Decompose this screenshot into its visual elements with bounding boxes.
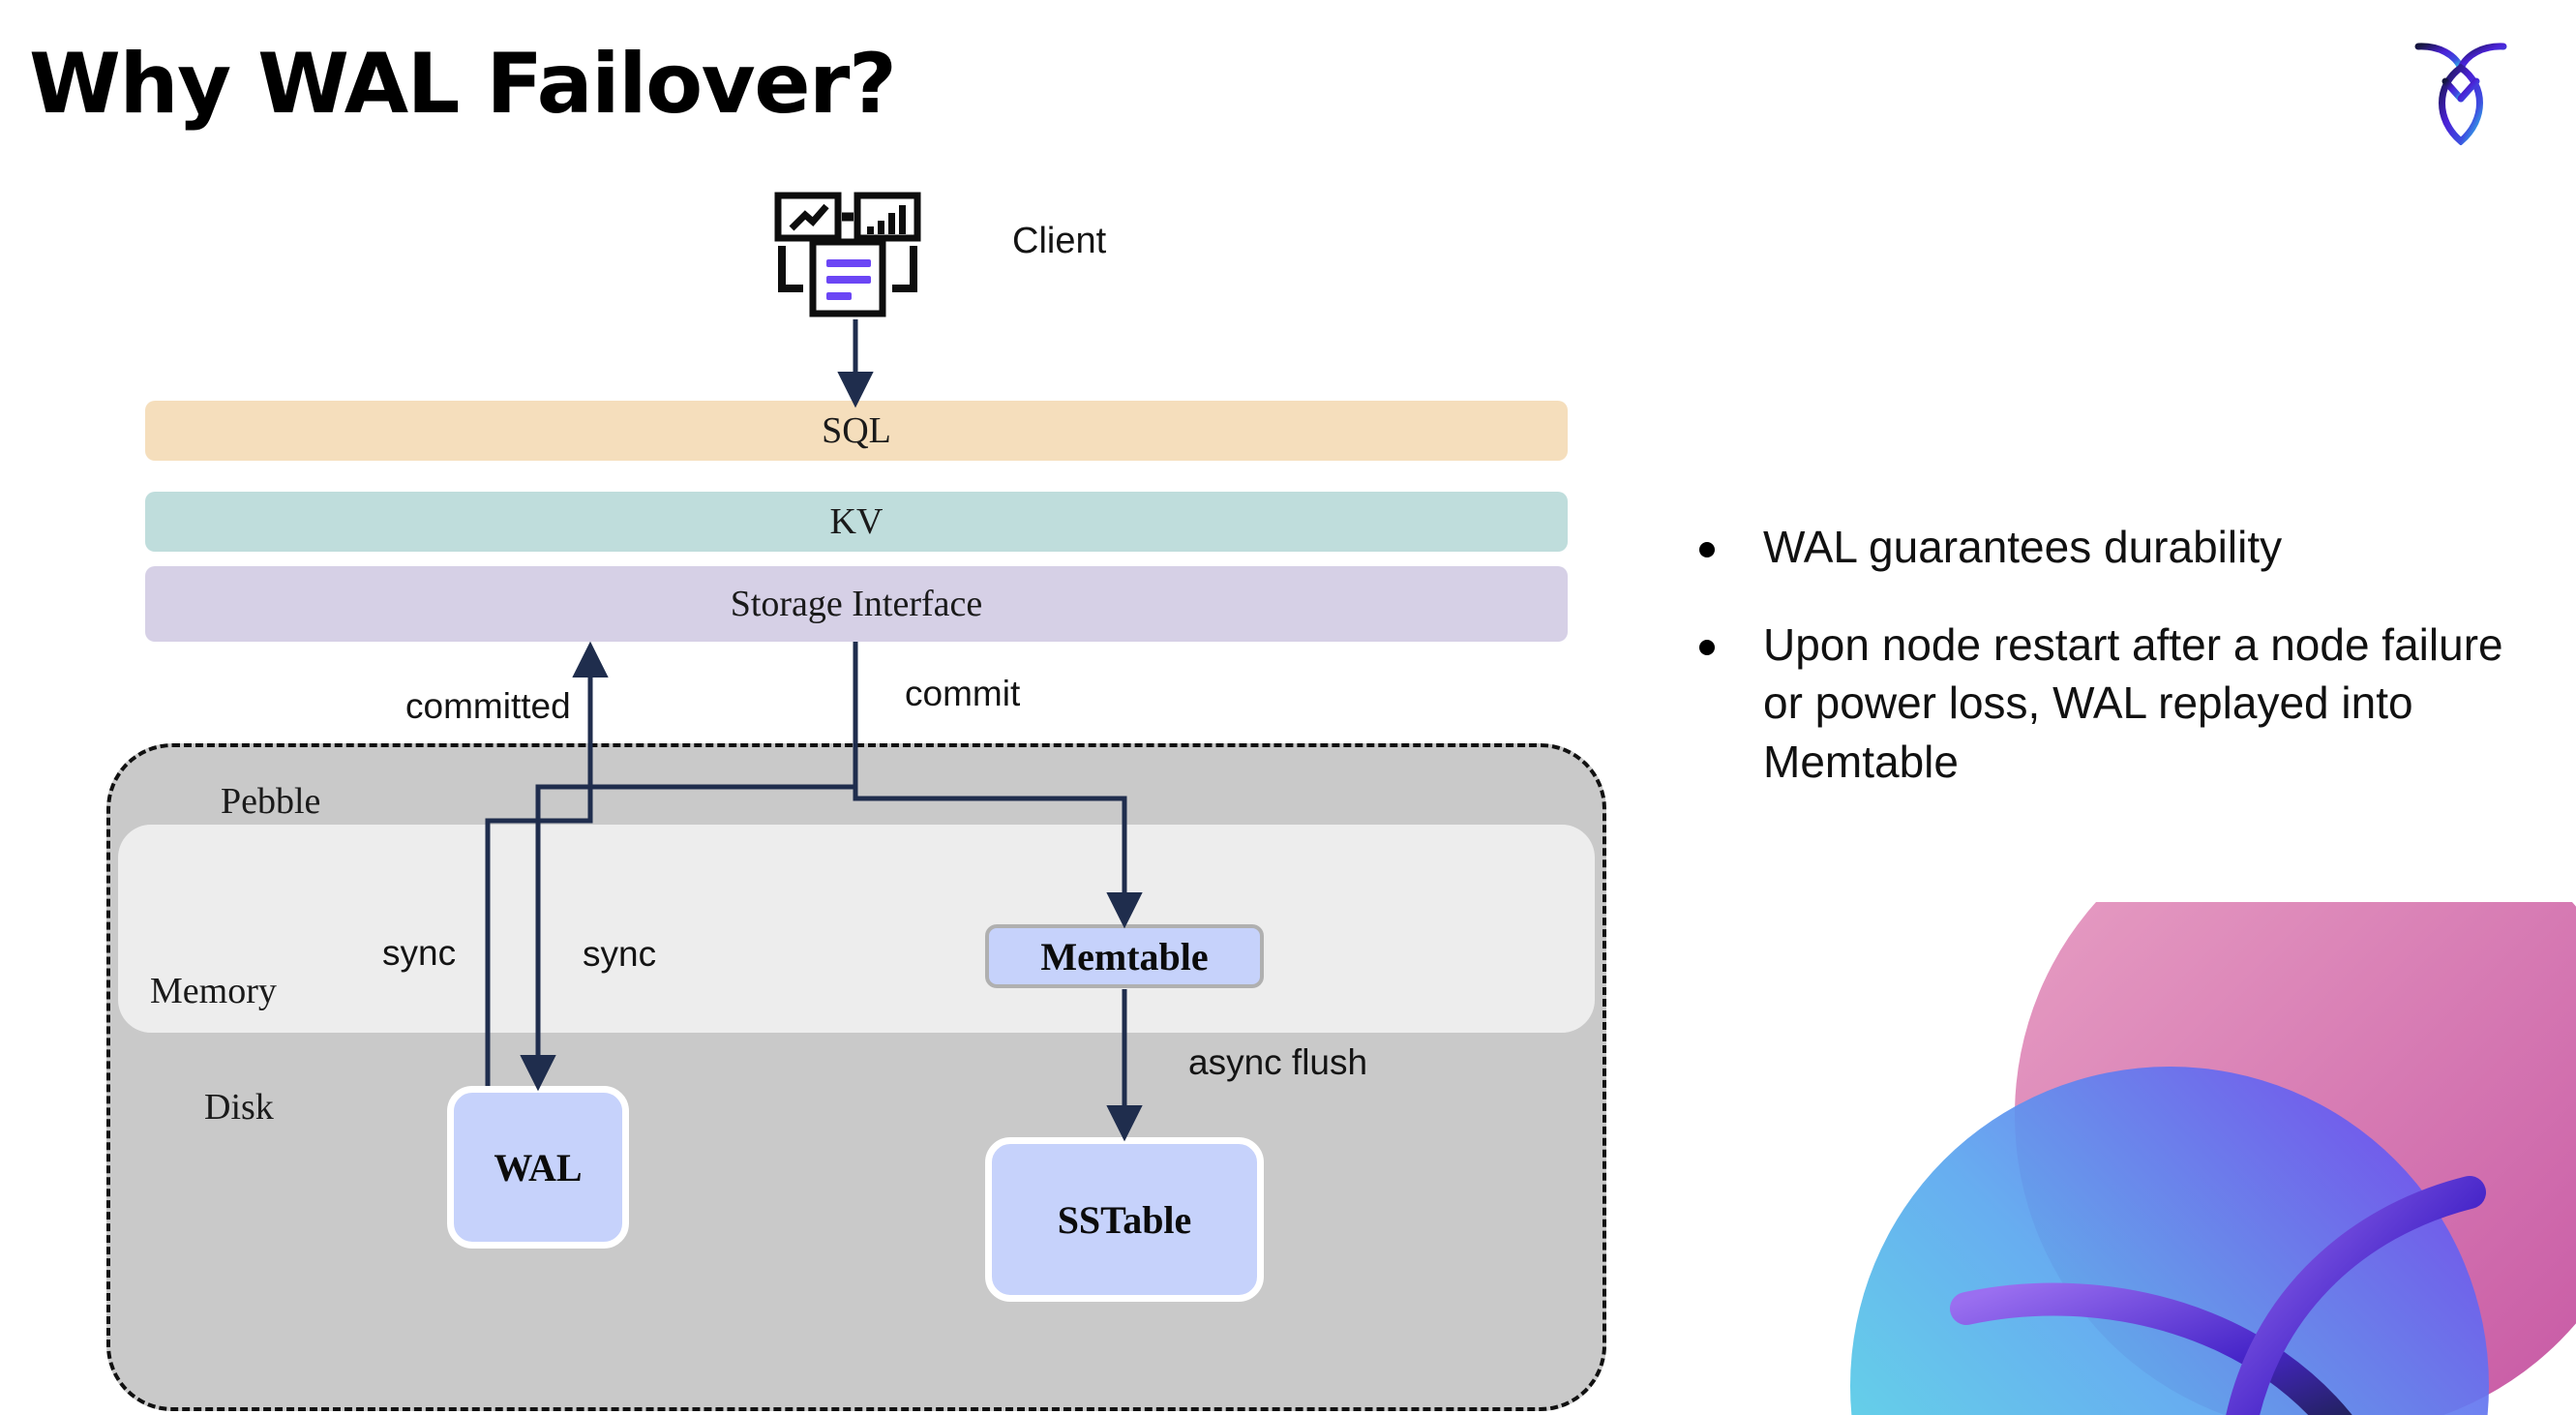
client-label: Client — [1012, 221, 1107, 261]
node-sstable-label: SSTable — [1057, 1197, 1192, 1242]
list-item: WAL guarantees durability — [1699, 518, 2512, 577]
node-memtable-label: Memtable — [1040, 934, 1209, 978]
edge-label-async-flush: async flush — [1188, 1042, 1368, 1082]
layer-bar-storage-label: Storage Interface — [730, 584, 983, 624]
bullet-dot-icon — [1699, 639, 1715, 655]
layer-bar-sql: SQL — [145, 401, 1568, 461]
bullet-text: WAL guarantees durability — [1763, 522, 2283, 572]
memory-label: Memory — [150, 971, 277, 1011]
pebble-label: Pebble — [221, 781, 321, 822]
decorative-corner-graphic — [1850, 796, 2576, 1415]
disk-label: Disk — [204, 1087, 274, 1128]
cockroachdb-logo — [2403, 29, 2519, 146]
client-dashboard-icon — [774, 192, 929, 317]
edge-label-sync-1: sync — [382, 933, 457, 973]
layer-bar-storage-interface: Storage Interface — [145, 566, 1568, 642]
node-wal-label: WAL — [494, 1145, 583, 1189]
layer-bar-sql-label: SQL — [822, 410, 891, 451]
layer-bar-kv: KV — [145, 492, 1568, 552]
architecture-diagram: Client SQL KV Storage Interface Pebble M… — [106, 192, 1606, 1411]
layer-bar-kv-label: KV — [829, 501, 884, 542]
page-title: Why WAL Failover? — [29, 36, 897, 133]
bullet-text: Upon node restart after a node failure o… — [1763, 618, 2503, 788]
node-wal: WAL — [447, 1086, 629, 1249]
memory-region — [118, 825, 1595, 1033]
bullet-dot-icon — [1699, 542, 1715, 557]
edge-label-commit: commit — [905, 674, 1021, 713]
node-sstable: SSTable — [985, 1137, 1264, 1302]
list-item: Upon node restart after a node failure o… — [1699, 616, 2512, 792]
edge-label-committed: committed — [405, 686, 571, 726]
edge-label-sync-2: sync — [583, 934, 657, 974]
diagram-arrows — [485, 319, 1143, 1142]
bullet-list: WAL guarantees durability Upon node rest… — [1699, 518, 2512, 830]
